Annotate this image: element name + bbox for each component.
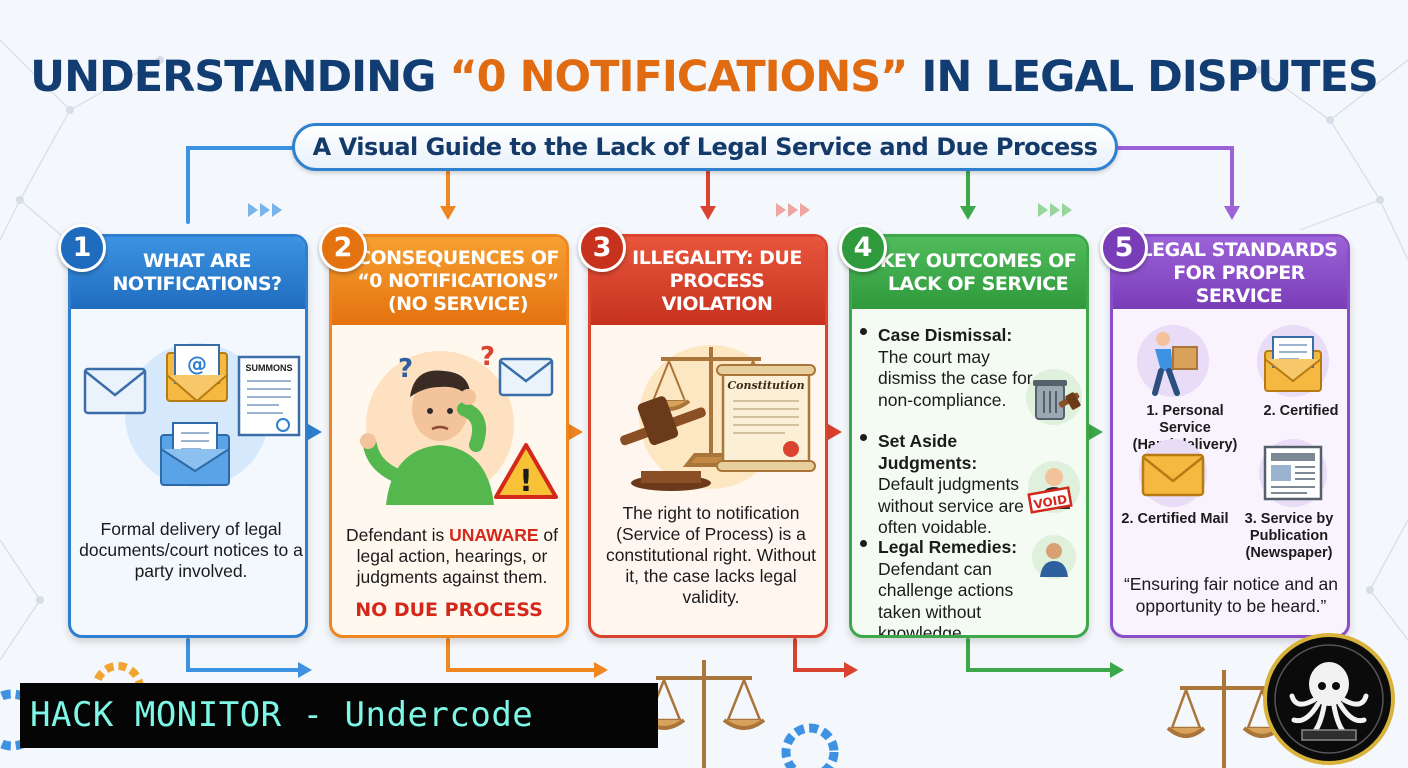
no-due-process-label: NO DUE PROCESS [355,599,543,621]
step-number-badge: 1 [58,224,106,272]
question-mark-icon: ? [398,354,413,384]
mail-envelope-icon [1139,439,1207,507]
step-card-3: Illegality: Due Process Violation Consti… [588,234,828,638]
trash-gavel-icon [1026,369,1082,425]
judge-void-icon: VOID [1027,461,1080,514]
question-mark-icon: ? [480,342,495,372]
svg-text:@: @ [187,352,207,376]
step-heading: Consequences of “0 Notifications” (No Se… [332,237,566,325]
fair-notice-quote: “Ensuring fair notice and an opportunity… [1123,574,1339,616]
certified-envelope-icon [1257,325,1329,397]
constitution-scroll-icon: Constitution [716,364,816,472]
outcome-set-aside-judgments: Set Aside Judgments: Default judgments w… [860,431,1052,539]
page-subtitle: A Visual Guide to the Lack of Legal Serv… [292,123,1118,171]
hack-monitor-banner: HACK MONITOR - Undercode [20,683,658,748]
notifications-illustration: @ SUMMONS [83,343,301,487]
step-card-2: Consequences of “0 Notifications” (No Se… [329,234,569,638]
unaware-emphasis: UNAWARE [449,525,539,545]
title-highlight: “0 NOTIFICATIONS” [449,52,908,102]
outcome-legal-remedies: Legal Remedies: Defendant can challenge … [860,537,1052,635]
step-card-4: Key Outcomes of Lack of Service Case Dis… [849,234,1089,638]
confused-defendant-illustration: ? ? ! [360,342,558,505]
step-description: The right to notification (Service of Pr… [605,503,817,607]
page-title: UNDERSTANDING “0 NOTIFICATIONS” IN LEGAL… [30,52,1379,102]
step-description: Defendant is UNAWARE of legal action, he… [345,525,559,587]
step-heading: What are Notifications? [71,237,305,309]
step-card-1: What are Notifications? @ SUMMONS Formal… [68,234,308,638]
lawyer-icon [1032,535,1076,579]
newspaper-icon [1259,439,1327,507]
envelope-icon [83,367,147,415]
summons-document-icon: SUMMONS [237,355,301,437]
method-publication: 3. Service by Publication (Newspaper) [1244,511,1334,561]
step-description: Formal delivery of legal documents/court… [79,519,303,581]
step-heading: Illegality: Due Process Violation [591,237,825,325]
scales-of-justice-icon [642,660,1282,768]
outcome-case-dismissal: Case Dismissal: The court may dismiss th… [860,325,1052,411]
method-certified-mail: 2. Certified Mail [1121,511,1229,527]
step-number-badge: 5 [1100,224,1148,272]
step-heading: Key Outcomes of Lack of Service [852,237,1086,309]
due-process-illustration: Constitution [620,345,816,491]
email-envelope-icon: @ [166,344,228,403]
step-number-badge: 4 [839,224,887,272]
envelope-icon [498,357,554,397]
method-certified: 2. Certified [1263,403,1339,419]
step-heading: Legal Standards for Proper Service [1113,237,1347,309]
open-envelope-icon [160,422,230,486]
courier-icon [1137,325,1209,397]
step-card-5: Legal Standards for Proper Service 1. Pe… [1110,234,1350,638]
void-stamp: VOID [1033,492,1069,512]
confused-person-icon [360,370,494,505]
constitution-label: Constitution [727,379,804,392]
step-number-badge: 3 [578,224,626,272]
step-number-badge: 2 [319,224,367,272]
summons-label: SUMMONS [246,363,293,373]
warning-icon: ! [494,443,558,499]
gavel-icon [620,396,711,491]
octopus-logo-icon [1263,633,1395,765]
svg-text:!: ! [519,464,533,499]
